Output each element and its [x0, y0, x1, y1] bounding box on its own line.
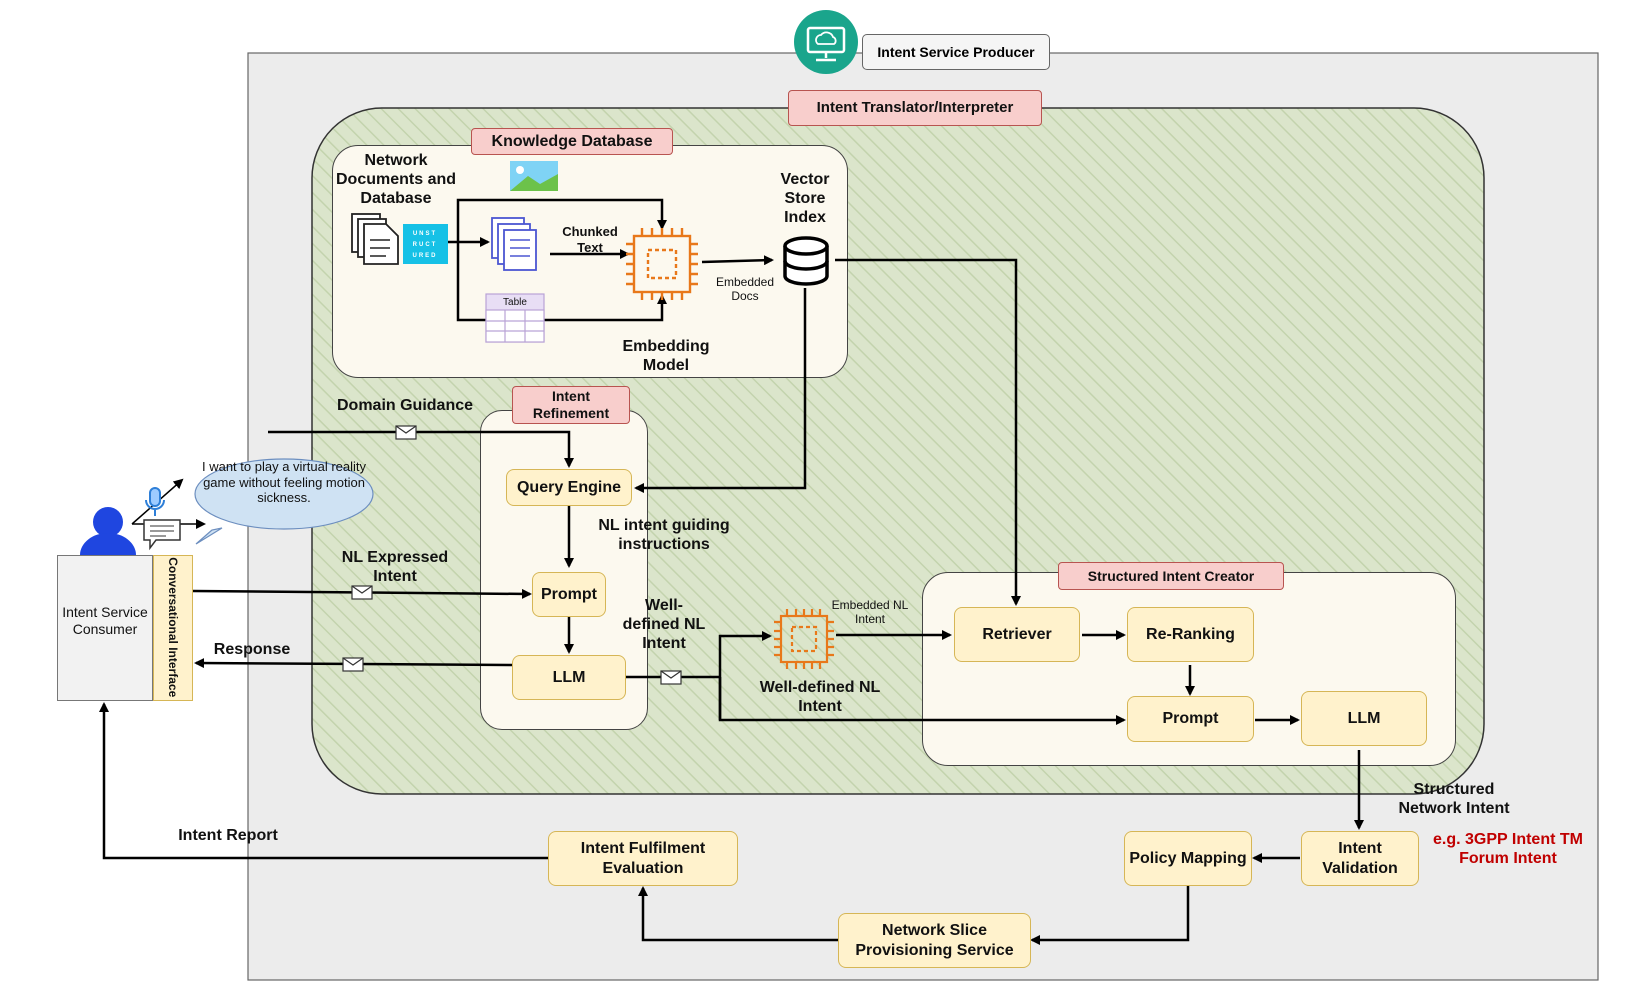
examples-label: e.g. 3GPP Intent TM Forum Intent: [1433, 831, 1583, 868]
documents-icon: [351, 213, 399, 265]
embedding-model-label: Embedding Model: [622, 338, 710, 375]
nsps-box: Network Slice Provisioning Service: [838, 913, 1031, 968]
conversational-interface[interactable]: [153, 555, 193, 701]
image-icon: [510, 161, 558, 191]
network-docs-label: Network Documents and Database: [336, 152, 457, 208]
prompt-box: Prompt: [532, 572, 606, 617]
chat-icon: [143, 519, 181, 551]
embedded-docs-label: Embedded Docs: [715, 275, 775, 304]
prompt2-box: Prompt: [1127, 696, 1254, 742]
microphone-icon: [145, 487, 165, 516]
response-label: Response: [213, 641, 291, 658]
database-icon: [783, 236, 829, 286]
nl-expressed-label: NL Expressed Intent: [341, 549, 449, 586]
arrow-model-to-store: [701, 255, 774, 266]
retriever-box: Retriever: [954, 607, 1080, 662]
policy-mapping-box: Policy Mapping: [1124, 831, 1252, 886]
monitor-cloud-icon: [794, 10, 858, 74]
producer-label: Intent Service Producer: [862, 34, 1050, 70]
table-icon: [485, 293, 545, 343]
svg-text:URED: URED: [412, 253, 437, 259]
chunked-text-icon: [491, 217, 537, 271]
structured-creator-title: Structured Intent Creator: [1058, 562, 1284, 590]
table-label: Table: [503, 297, 527, 308]
arrow-policy-to-nsps: [1030, 886, 1190, 945]
user-icon: [80, 507, 136, 555]
envelope-icon: [342, 425, 682, 685]
arrow-domain-guidance: [268, 430, 574, 468]
intent-validation-box: Intent Validation: [1301, 831, 1419, 886]
intent-embedding-chip-icon: [774, 609, 834, 669]
well-defined-bottom-label: Well-defined NL Intent: [759, 679, 881, 716]
llm-box: LLM: [512, 655, 626, 700]
consumer-label: Intent Service Consumer: [62, 604, 148, 637]
arrow-intent-report: [99, 702, 548, 860]
refinement-title: Intent Refinement: [512, 386, 630, 424]
arrow-nsps-to-fulfilment: [638, 886, 838, 942]
domain-guidance-label: Domain Guidance: [336, 397, 474, 414]
translator-title: Intent Translator/Interpreter: [788, 90, 1042, 126]
arrow-branch-down: [718, 677, 1126, 725]
arrow-loop-top: [456, 198, 667, 242]
fulfilment-box: Intent Fulfilment Evaluation: [548, 831, 738, 886]
arrow-store-to-query: [634, 288, 807, 493]
speech-text: I want to play a virtual reality game wi…: [201, 459, 367, 506]
knowledge-db-title: Knowledge Database: [471, 128, 673, 155]
well-defined-top-label: Well-defined NL Intent: [622, 597, 706, 653]
unstructured-icon: UNST RUCT URED: [403, 224, 448, 264]
svg-text:UNST: UNST: [413, 231, 437, 237]
consumer-box: [57, 555, 153, 701]
arrow-loop-bottom: [456, 242, 667, 322]
vector-store-label: Vector Store Index: [780, 171, 830, 227]
reranking-box: Re-Ranking: [1127, 607, 1254, 662]
embedding-chip-icon: [626, 228, 698, 300]
nl-guiding-label: NL intent guiding instructions: [598, 517, 730, 554]
llm2-box: LLM: [1301, 691, 1427, 746]
structured-network-intent-label: Structured Network Intent: [1398, 781, 1510, 818]
speech-bubble-icon: [194, 458, 374, 545]
svg-text:RUCT: RUCT: [413, 242, 438, 248]
query-engine-box: Query Engine: [506, 469, 632, 506]
embedded-nl-label: Embedded NL Intent: [831, 598, 909, 627]
arrow-store-to-retriever: [835, 258, 1021, 606]
chunked-text-label: Chunked Text: [562, 224, 618, 255]
intent-report-label: Intent Report: [178, 827, 278, 844]
